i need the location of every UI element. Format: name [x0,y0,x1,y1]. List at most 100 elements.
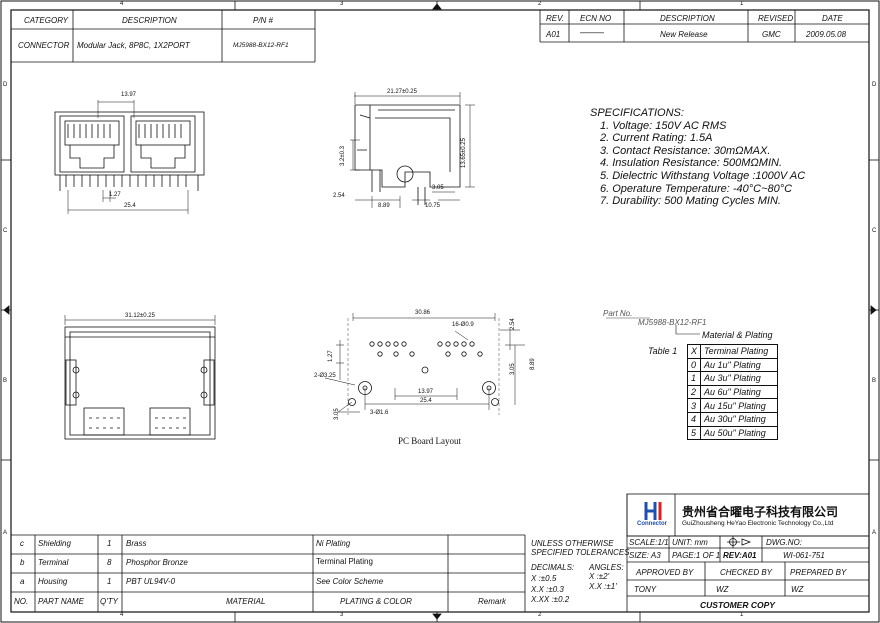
bom-part-name: Terminal [38,558,69,567]
spec-item: 7. Durability: 500 Mating Cycles MIN. [600,195,781,208]
approved-by-label: APPROVED BY [636,568,694,577]
bom-grid [11,534,526,612]
customer-copy: CUSTOMER COPY [700,600,775,610]
bom-material: Phosphor Bronze [126,558,188,567]
spec-item: 3. Contact Resistance: 30mΩMAX. [600,144,771,157]
bom-header-remark: Remark [478,597,507,606]
side-view [350,92,475,208]
scale-cell: SCALE:1/1 [629,538,669,547]
dwg-no-value: WI-061-751 [783,551,825,560]
front-view [54,100,205,214]
approver-value: TONY [634,585,657,594]
bom-plating: See Color Scheme [316,577,384,586]
tolerance-title-1: UNLESS OTHERWISE [531,539,614,548]
row-label-d: D [3,82,8,88]
spec-item: 4. Insulation Resistance: 500MΩMIN. [600,157,783,170]
bom-material: PBT UL94V-0 [126,577,176,586]
dim-pcb-30-86: 30.86 [415,310,431,316]
bom-header-part-name: PART NAME [38,597,84,606]
pcb-layout-label: PC Board Layout [398,436,461,446]
bom-header-no: NO. [14,597,29,606]
bom-header-material: MATERIAL [226,597,266,606]
category-header: CATEGORY [24,16,69,25]
date-header: DATE [822,14,843,23]
tolerance-angle-x: X :±2' [589,572,610,581]
row-label-b: B [3,378,8,384]
dim-side-3-2: 3.2±0.3 [340,146,346,166]
dim-pcb-2-54: 2.54 [510,318,516,330]
dim-bottom-31-12: 31.12±0.25 [125,313,155,319]
bom-qty: 8 [107,558,112,567]
plating-code: 4 [686,411,702,427]
part-no-label: Part No. [603,309,633,318]
row-label-b-right: B [872,378,877,384]
plating-code: 1 [686,371,702,386]
dim-pcb-13-97: 13.97 [418,389,434,395]
col-label-1: 1 [740,1,744,7]
dim-pcb-8-89: 8.89 [530,358,536,370]
inner-frame [10,9,870,613]
dim-front-25-4: 25.4 [124,203,136,209]
checker-value: WZ [716,585,729,594]
bom-part-name: Housing [38,577,68,586]
checked-by-label: CHECKED BY [720,568,773,577]
dim-side-2-54: 2.54 [333,193,345,199]
spec-item: 1. Voltage: 150V AC RMS [600,119,727,132]
bom-no: b [20,558,25,567]
rev-cell: REV:A01 [723,551,757,560]
col-label-1-bottom: 1 [740,612,744,618]
specifications-title: SPECIFICATIONS: [590,107,684,119]
prepared-by-label: PREPARED BY [790,568,847,577]
category-value: CONNECTOR [18,41,70,50]
tolerance-decimals: DECIMALS: [531,563,575,572]
col-label-3-bottom: 3 [340,612,344,618]
spec-item: 2. Current Rating: 1.5A [600,132,713,145]
part-no-value: MJ5988-BX12-RF1 [638,318,707,327]
plating-code: 3 [686,398,702,413]
rev-description-value: New Release [660,30,708,39]
row-label-c-right: C [872,228,877,234]
plating-desc: Au 3u" Plating [700,371,779,386]
unit-cell: UNIT: mm [672,538,708,547]
dim-pcb-3-holes: 3-Ø1.6 [370,410,389,416]
revised-header: REVISED [758,14,794,23]
tolerance-angle-xx: X.X :±1' [589,582,617,591]
bom-plating: Terminal Plating [316,557,373,566]
bom-header-plating: PLATING & COLOR [340,597,412,606]
tolerance-xx: X.X :±0.3 [531,585,564,594]
company-name-en: GuiZhousheng HeYao Electronic Technology… [682,520,834,527]
dim-pcb-25-4: 25.4 [420,398,432,404]
tolerance-x: X :±0.5 [531,574,557,583]
size-cell: SIZE: A3 [629,551,661,560]
bom-qty: 1 [107,577,112,586]
dim-pcb-1-27: 1.27 [328,350,334,362]
bom-no: c [20,539,24,548]
bom-material: Brass [126,539,147,548]
plating-desc: Au 6u" Plating [700,384,779,400]
plating-header-terminal: Terminal Plating [700,344,779,359]
rev-header: REV. [546,14,565,23]
col-label-3: 3 [340,1,344,7]
row-label-c: C [3,228,8,234]
dim-pcb-16-holes: 16-Ø0.9 [452,322,474,328]
plating-header-x: X [686,344,702,359]
dim-pcb-3-05-b: 3.05 [334,408,340,420]
bom-part-name: Shielding [38,539,71,548]
material-plating-note: Material & Plating [702,330,773,340]
logo-caption: Connector [637,521,667,527]
dim-pcb-2-holes: 2-Ø3.25 [314,373,336,379]
date-value: 2009.05.08 [806,30,847,39]
row-label-a-right: A [872,530,877,536]
dim-side-3-05: 3.05 [432,185,444,191]
revised-value: GMC [762,30,781,39]
pcb-layout [324,313,525,415]
